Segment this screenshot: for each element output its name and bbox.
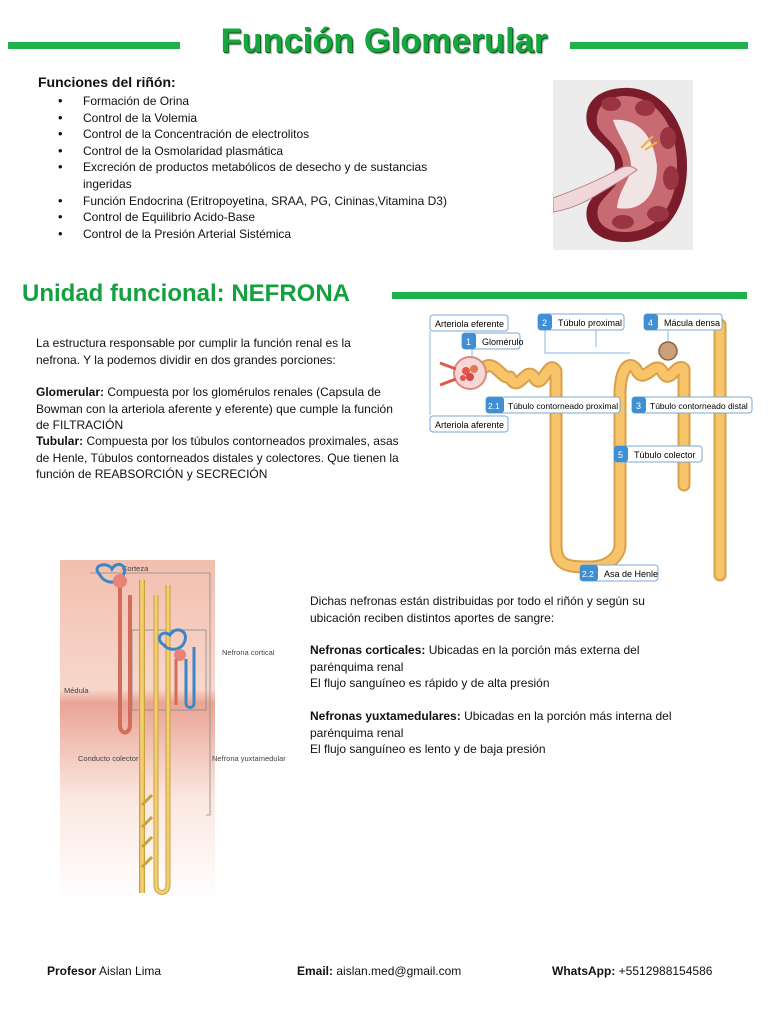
nephron-glomerular: Glomerular: Compuesta por los glomérulos… <box>36 384 404 434</box>
svg-text:2: 2 <box>542 318 547 328</box>
svg-text:Mácula densa: Mácula densa <box>664 318 720 328</box>
cortical-text: Ubicadas en la porción más externa del p… <box>310 643 640 674</box>
svg-text:3: 3 <box>636 401 641 411</box>
footer-whatsapp: WhatsApp: +5512988154586 <box>552 964 713 978</box>
functions-list: Formación de Orina Control de la Volemia… <box>58 93 458 242</box>
label-tubulo-proximal: 2 Túbulo proximal <box>537 313 625 331</box>
functions-heading: Funciones del riñón: <box>38 74 176 90</box>
label-macula-densa: 4 Mácula densa <box>643 313 723 331</box>
label-arteriola-aferente: Arteriola aferente <box>429 415 509 433</box>
tubular-label: Tubular: <box>36 434 84 448</box>
distribution-intro: Dichas nefronas están distribuidas por t… <box>310 594 645 625</box>
tubular-text: Compuesta por los túbulos contorneados p… <box>36 434 399 481</box>
renal-pelvis <box>553 165 638 213</box>
svg-text:Túbulo contorneado proximal: Túbulo contorneado proximal <box>508 401 618 411</box>
yuxta-flow: El flujo sanguíneo es lento y de baja pr… <box>310 742 546 756</box>
label-glomerulo: 1 Glomérulo <box>461 332 524 350</box>
label-nefrona-cortical: Nefrona cortical <box>222 648 275 657</box>
glomerular-label: Glomerular: <box>36 385 105 399</box>
distribution-yuxta: Nefronas yuxtamedulares: Ubicadas en la … <box>310 708 710 758</box>
yuxta-label: Nefronas yuxtamedulares: <box>310 709 461 723</box>
label-arteriola-eferente: Arteriola eferente <box>429 314 509 332</box>
svg-text:1: 1 <box>466 337 471 347</box>
svg-text:2.1: 2.1 <box>488 401 500 411</box>
list-item: Formación de Orina <box>58 93 458 110</box>
svg-text:Arteriola eferente: Arteriola eferente <box>435 319 504 329</box>
footer-email: Email: aislan.med@gmail.com <box>297 964 462 978</box>
cortical-flow: El flujo sanguíneo es rápido y de alta p… <box>310 676 550 690</box>
list-item: Control de la Concentración de electroli… <box>58 126 458 143</box>
label-corteza: Corteza <box>122 564 149 573</box>
glomerular-text: Compuesta por los glomérulos renales (Ca… <box>36 385 393 432</box>
list-item: Control de la Presión Arterial Sistémica <box>58 226 458 243</box>
svg-text:Túbulo proximal: Túbulo proximal <box>558 318 622 328</box>
page-title: Función Glomerular <box>220 22 548 60</box>
svg-text:Arteriola aferente: Arteriola aferente <box>435 420 504 430</box>
section-rule <box>392 292 747 299</box>
footer-professor: Profesor Aislan Lima <box>47 964 162 978</box>
label-medula: Médula <box>64 686 89 695</box>
list-item: Excreción de productos metabólicos de de… <box>58 159 458 192</box>
svg-text:Glomérulo: Glomérulo <box>482 337 524 347</box>
nephron-intro: La estructura responsable por cumplir la… <box>36 336 351 367</box>
tubule-path <box>478 359 691 574</box>
distribution-cortical: Nefronas corticales: Ubicadas en la porc… <box>310 642 690 692</box>
svg-text:Túbulo contorneado distal: Túbulo contorneado distal <box>650 401 748 411</box>
svg-text:Asa de Henle: Asa de Henle <box>604 569 658 579</box>
svg-text:4: 4 <box>648 318 653 328</box>
svg-text:5: 5 <box>618 450 623 460</box>
label-tubulo-colector: 5 Túbulo colector <box>613 445 703 463</box>
list-item: Control de la Osmolaridad plasmática <box>58 143 458 160</box>
label-conducto: Conducto colector <box>78 754 139 763</box>
kidney-illustration <box>553 80 693 250</box>
title-rule-left <box>8 42 180 49</box>
section-title-nephron: Unidad funcional: NEFRONA <box>22 280 350 307</box>
list-item: Función Endocrina (Eritropoyetina, SRAA,… <box>58 193 458 210</box>
svg-text:Túbulo colector: Túbulo colector <box>634 450 696 460</box>
list-item: Control de la Volemia <box>58 110 458 127</box>
nephron-diagram: Arteriola eferente 1 Glomérulo 2 Túbulo … <box>429 313 753 582</box>
cortical-label: Nefronas corticales: <box>310 643 426 657</box>
macula-densa-shape <box>658 341 678 361</box>
svg-text:2.2: 2.2 <box>582 569 594 579</box>
label-nefrona-yuxta: Nefrona yuxtamedular <box>212 754 286 763</box>
nephron-tubular: Tubular: Compuesta por los túbulos conto… <box>36 433 404 483</box>
label-tubulo-contorneado-distal: 3 Túbulo contorneado distal <box>631 396 753 414</box>
nephron-location-illustration: Corteza Médula Conducto colector Nefrona… <box>60 560 286 900</box>
label-asa-de-henle: 2.2 Asa de Henle <box>579 564 659 582</box>
label-tubulo-contorneado-proximal: 2.1 Túbulo contorneado proximal <box>485 396 621 414</box>
yuxta-text: Ubicadas en la porción más interna del p… <box>310 709 672 740</box>
title-rule-right <box>570 42 748 49</box>
list-item: Control de Equilibrio Acido-Base <box>58 209 458 226</box>
